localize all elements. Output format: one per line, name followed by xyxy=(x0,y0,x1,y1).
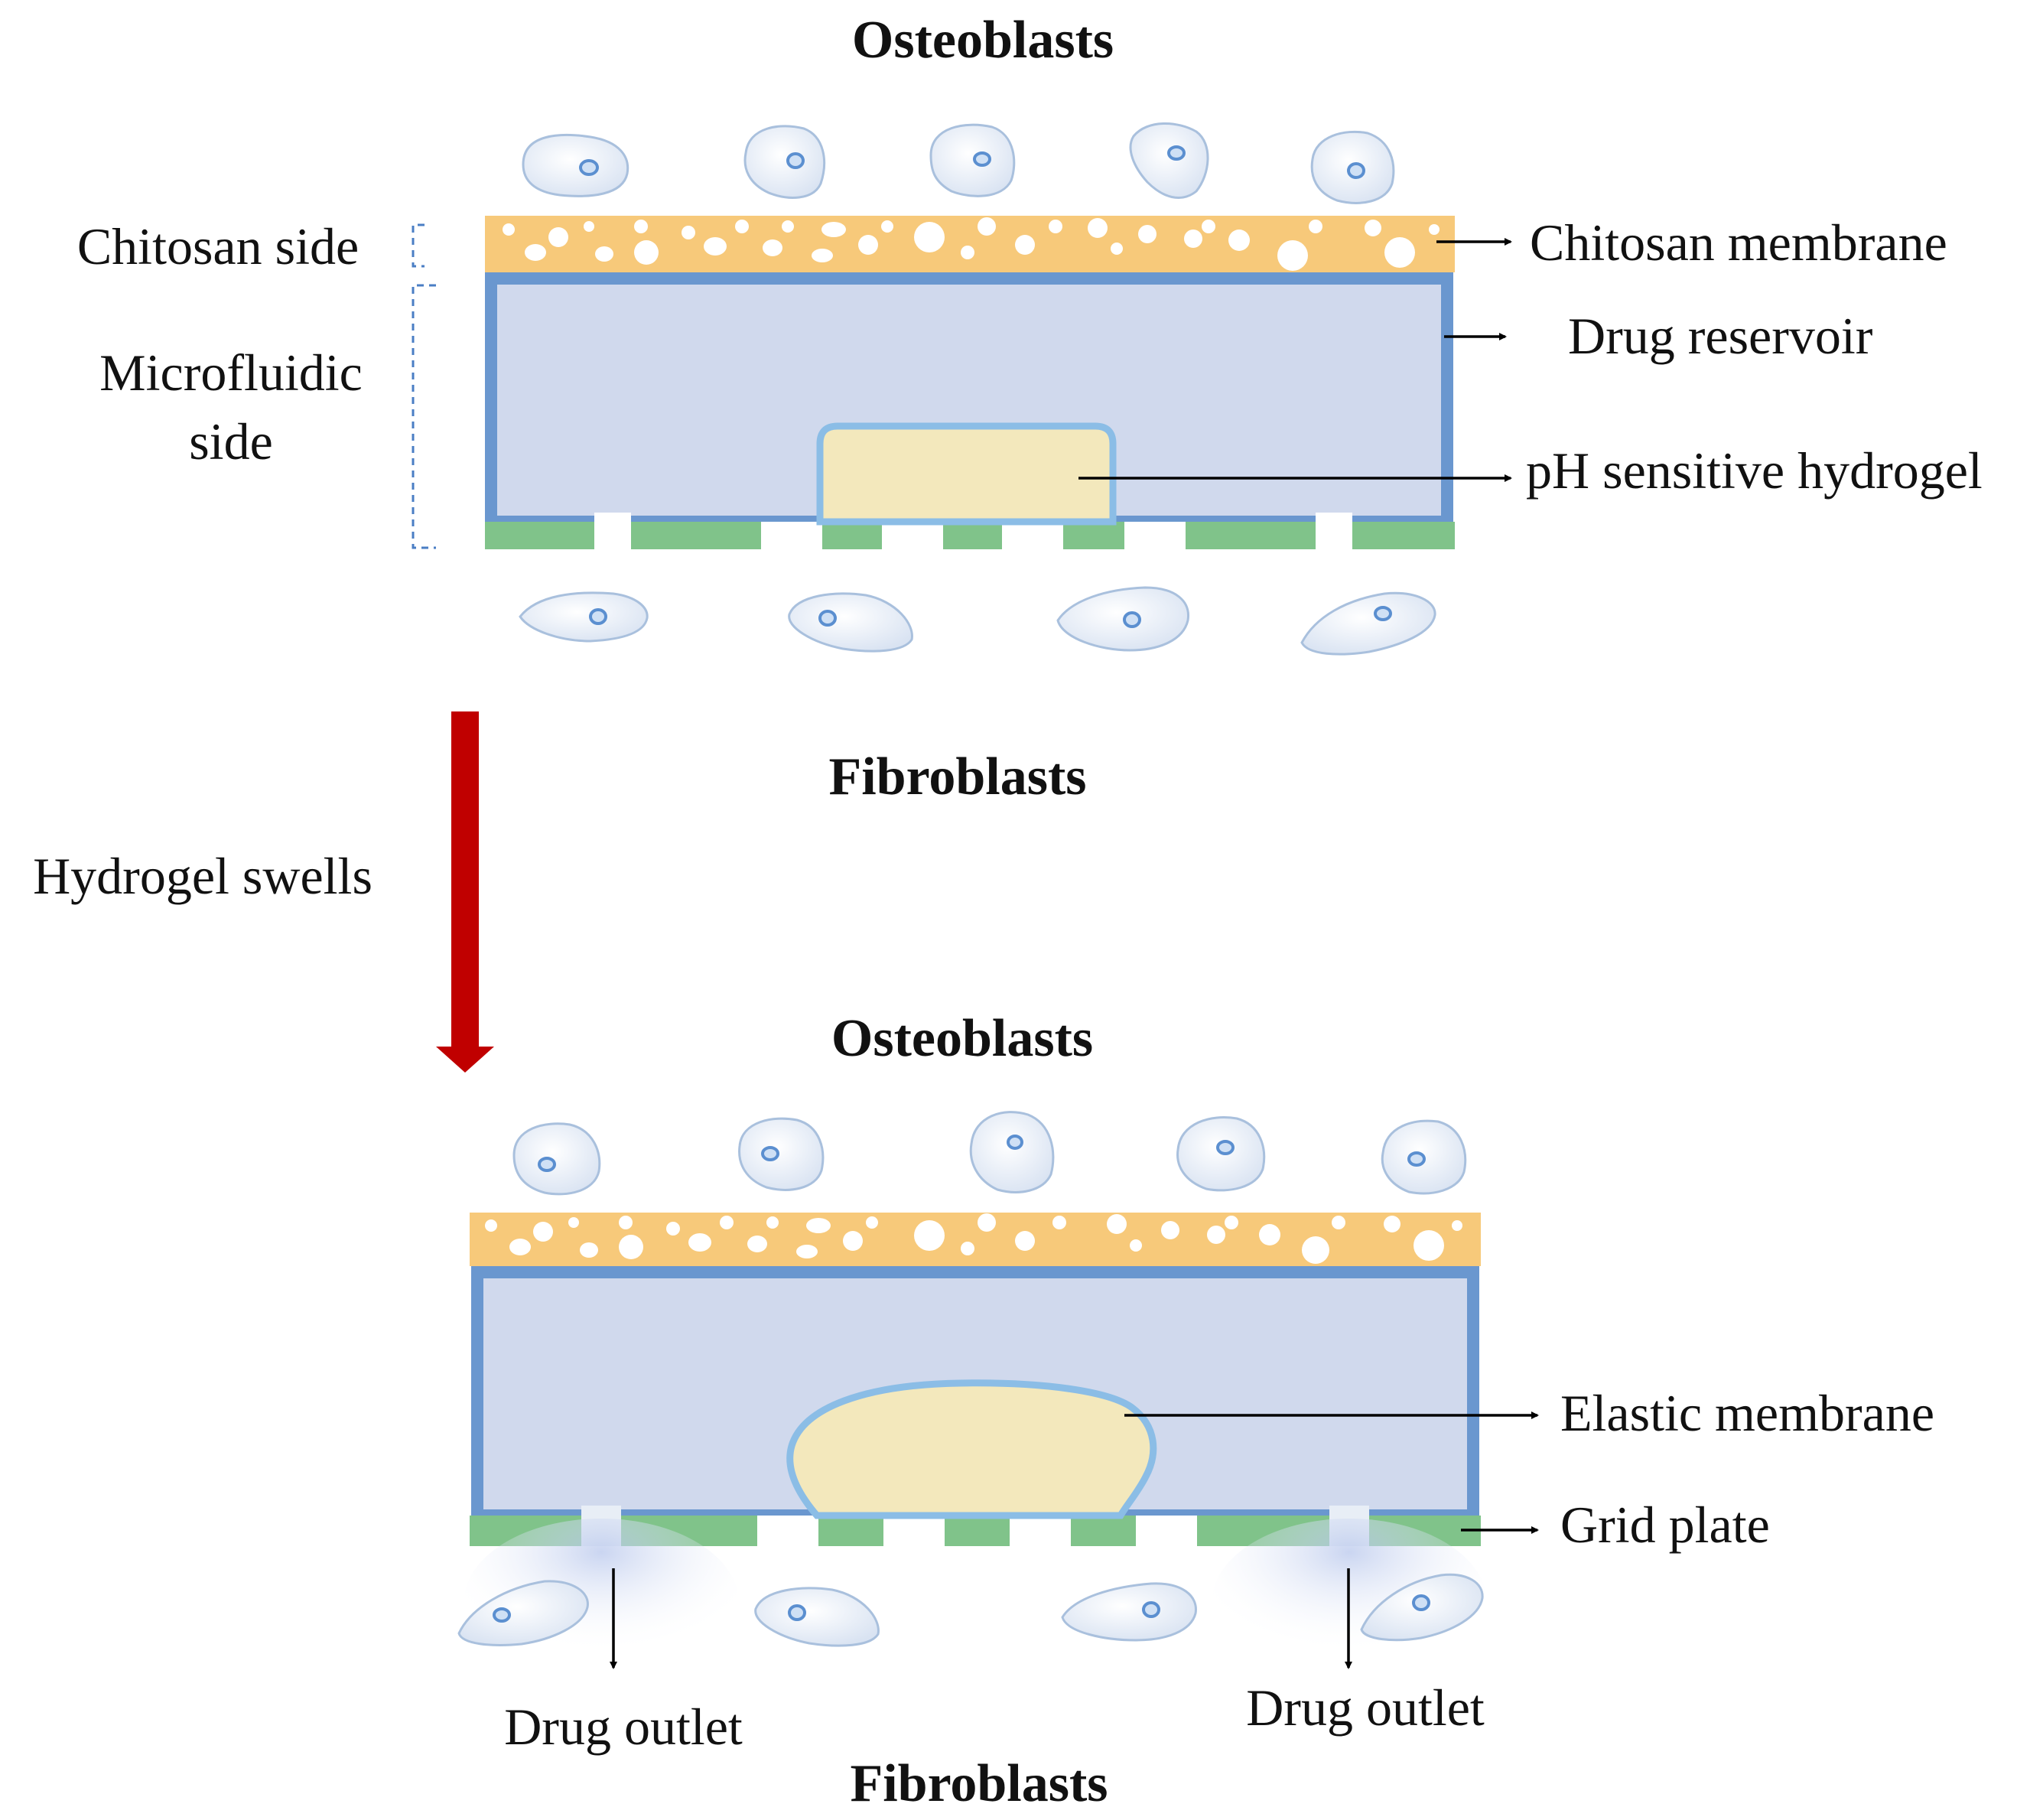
cell xyxy=(1300,591,1436,656)
nucleus-icon xyxy=(1167,145,1186,161)
chitosan-side-bracket xyxy=(412,223,425,268)
cell xyxy=(754,1587,880,1647)
nucleus-icon xyxy=(1007,1135,1023,1150)
hydrogel-swells-label: Hydrogel swells xyxy=(33,847,372,905)
microfluidic-side-label-line2: side xyxy=(189,412,273,470)
nucleus-icon xyxy=(818,610,837,627)
nucleus-icon xyxy=(1142,1601,1160,1618)
cell xyxy=(969,1111,1055,1193)
drug-outlet-glow-left xyxy=(464,1519,739,1687)
nucleus-icon xyxy=(493,1607,511,1623)
top-osteoblast-cells xyxy=(522,122,1395,204)
cell xyxy=(1176,1116,1266,1192)
cell xyxy=(929,123,1016,197)
top-fibroblasts-label: Fibroblasts xyxy=(828,747,1086,806)
bottom-fibroblast-cells xyxy=(457,1573,1484,1647)
bottom-swollen-hydrogel xyxy=(786,1379,1157,1519)
chitosan-side-label: Chitosan side xyxy=(77,217,359,275)
cell xyxy=(519,591,649,643)
nucleus-icon xyxy=(1216,1140,1235,1155)
bottom-chitosan-membrane xyxy=(470,1213,1481,1266)
top-osteoblasts-label: Osteoblasts xyxy=(852,11,1114,70)
cell xyxy=(738,1117,825,1191)
cell xyxy=(512,1122,601,1196)
top-chitosan-membrane xyxy=(485,216,1455,272)
cell xyxy=(1061,1582,1197,1642)
nucleus-icon xyxy=(1374,606,1392,621)
chitosan-membrane-label: Chitosan membrane xyxy=(1530,213,1947,272)
nucleus-icon xyxy=(1407,1151,1426,1167)
cell xyxy=(1129,122,1209,199)
nucleus-icon xyxy=(973,151,991,167)
top-grid-plate xyxy=(485,513,1455,549)
elastic-membrane-label: Elastic membrane xyxy=(1560,1384,1934,1442)
grid-plate-label: Grid plate xyxy=(1560,1496,1770,1554)
cell xyxy=(788,592,913,653)
drug-outlet-right-label: Drug outlet xyxy=(1246,1678,1485,1737)
nucleus-icon xyxy=(1347,162,1365,179)
bottom-fibroblasts-label: Fibroblasts xyxy=(850,1754,1108,1813)
bottom-osteoblasts-label: Osteoblasts xyxy=(831,1009,1093,1068)
nucleus-icon xyxy=(589,608,607,625)
cell xyxy=(1360,1573,1484,1642)
swell-arrow xyxy=(436,711,494,1073)
nucleus-icon xyxy=(1412,1594,1430,1611)
cell xyxy=(1310,130,1395,204)
cell xyxy=(457,1580,589,1646)
cell xyxy=(1381,1119,1467,1195)
bottom-osteoblast-cells xyxy=(512,1111,1467,1196)
nucleus-icon xyxy=(786,152,805,169)
microfluidic-side-bracket xyxy=(412,284,436,549)
ph-hydrogel-label: pH sensitive hydrogel xyxy=(1526,441,1983,500)
top-fibroblast-cells xyxy=(519,586,1436,656)
drug-outlet-left-label: Drug outlet xyxy=(504,1698,743,1756)
cell xyxy=(743,125,826,199)
nucleus-icon xyxy=(788,1604,806,1621)
nucleus-icon xyxy=(761,1146,779,1161)
cell xyxy=(1056,586,1189,652)
microfluidic-side-label-line1: Microfluidic xyxy=(99,343,363,402)
drug-reservoir-label: Drug reservoir xyxy=(1568,307,1873,365)
nucleus-icon xyxy=(1123,611,1141,628)
nucleus-icon xyxy=(538,1157,556,1172)
nucleus-icon xyxy=(579,159,599,176)
top-ph-hydrogel xyxy=(816,422,1117,526)
cell xyxy=(522,133,629,197)
